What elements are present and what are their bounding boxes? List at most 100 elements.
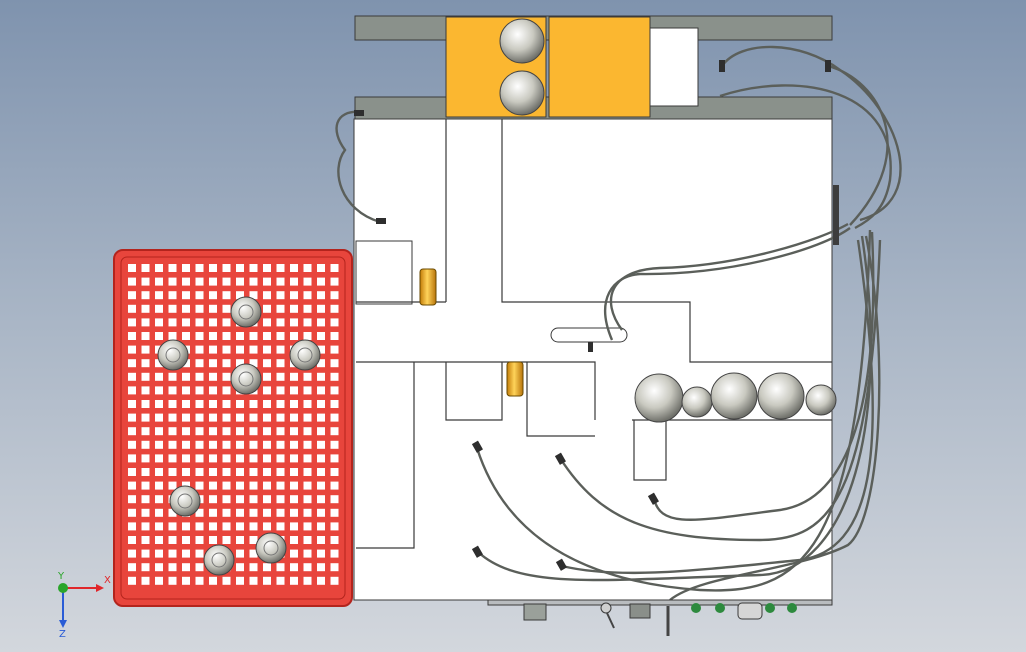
tray-hole [222,481,231,490]
tray-hole [155,400,163,408]
yellow-cylinder [419,268,437,306]
tray-hole [249,522,258,531]
ball-component [203,544,235,576]
tray-hole [290,264,298,272]
tray-hole [263,332,271,340]
tray-hole [330,427,339,436]
tray-hole [249,440,258,449]
tray-hole [222,495,231,504]
ball-row[interactable] [634,372,837,423]
tray-hole [317,277,325,286]
tray-hole [195,576,204,585]
tray-hole [195,277,204,286]
perforated-tray[interactable] [113,249,353,607]
tray-hole [168,549,177,558]
tray-hole [128,536,136,544]
tray-hole [222,318,231,327]
tray-hole [128,372,136,381]
tray-hole [303,549,312,558]
tray-hole [276,318,285,327]
tray-hole [290,495,298,504]
pneumatic-hose [335,110,381,224]
tray-hole [290,563,298,572]
tray-hole [209,427,217,436]
pneumatic-hose [609,222,849,331]
tray-hole [222,372,231,381]
ball-dimple [297,347,313,363]
tray-hole [141,318,150,327]
tray-hole [330,359,339,368]
tray-hole [236,345,244,354]
tray-hole [263,508,271,517]
tray-hole [128,440,136,449]
tray-hole [222,345,231,354]
tray-hole [195,440,204,449]
tray-hole [128,495,136,504]
tray-hole [330,563,339,572]
tray-hole [276,481,285,490]
main-plate[interactable] [353,118,833,601]
tray-hole [128,345,136,354]
yellow-feeder[interactable] [445,16,699,118]
tray-hole [209,440,217,449]
tray-hole [276,291,285,300]
tray-hole [222,386,231,395]
tray-hole [195,264,204,272]
tray-hole [141,359,150,368]
tray-hole [249,264,258,272]
tray-hole [236,440,244,449]
tray-hole [263,400,271,408]
tray-hole [236,277,244,286]
tray-hole [276,522,285,531]
tray-hole [317,359,325,368]
tray-hole [317,386,325,395]
tray-hole [317,454,325,463]
tray-hole [155,427,163,436]
tray-hole [195,427,204,436]
ball-component [681,386,713,418]
tray-hole [195,386,204,395]
tray-hole [263,386,271,395]
tray-hole [195,332,204,340]
tray-hole [182,549,190,558]
tray-hole [303,468,312,476]
tray-hole [236,549,244,558]
tray-body [113,249,353,607]
tray-hole [263,345,271,354]
tray-hole [317,563,325,572]
tray-hole [168,576,177,585]
tray-hole [303,454,312,463]
ball-dimple [238,371,254,387]
tray-hole [290,386,298,395]
yellow-cylinder [506,361,524,397]
tray-hole [303,318,312,327]
tray-hole [276,508,285,517]
tray-hole [330,386,339,395]
connector-plug [600,602,612,614]
tray-hole [128,304,136,313]
tray-hole [236,563,244,572]
tray-hole [209,522,217,531]
tray-hole [155,495,163,504]
tray-hole [330,277,339,286]
tray-hole [249,400,258,408]
tray-hole [141,386,150,395]
tray-hole [155,332,163,340]
axis-triad[interactable]: X Y Z [57,571,111,640]
tray-hole [303,304,312,313]
x-axis-label: X [104,575,111,586]
tray-hole [141,468,150,476]
tray-hole [141,536,150,544]
hose-fitting [825,60,831,72]
tray-hole [128,468,136,476]
bottom-connectors [487,599,833,636]
tray-hole [303,427,312,436]
tray-hole [182,440,190,449]
tray-hole [303,386,312,395]
tray-hole [290,304,298,313]
tray-hole [128,508,136,517]
z-axis-label: Z [59,629,66,640]
tray-hole [155,304,163,313]
